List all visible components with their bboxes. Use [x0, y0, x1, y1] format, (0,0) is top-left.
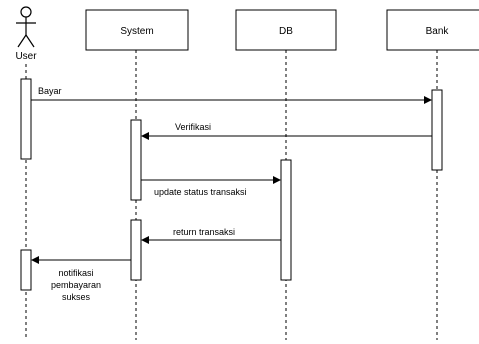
message-return-transaksi: return transaksi — [141, 227, 281, 244]
participant-system-box — [85, 9, 189, 51]
participant-bank-label: Bank — [426, 26, 450, 37]
participant-db-box — [235, 9, 337, 51]
message-update-status: update status transaksi — [141, 176, 281, 197]
participant-system: System — [85, 9, 189, 51]
activation-system-2 — [130, 219, 142, 281]
actor-head — [20, 6, 32, 18]
participant-bank: Bank — [386, 9, 479, 51]
message-return-transaksi-arrowhead — [141, 236, 149, 244]
message-verifikasi: Verifikasi — [141, 122, 432, 140]
activation-user-2 — [20, 249, 32, 291]
message-verifikasi-arrowhead — [141, 132, 149, 140]
message-notifikasi: notifikasi pembayaran sukses — [31, 256, 131, 302]
message-notifikasi-label-line2: pembayaran — [51, 280, 101, 290]
participant-system-label: System — [120, 26, 153, 37]
message-bayar-label: Bayar — [38, 86, 62, 96]
activation-bank — [431, 89, 443, 171]
message-notifikasi-arrowhead — [31, 256, 39, 264]
participant-db-label: DB — [279, 26, 293, 37]
message-notifikasi-label-line3: sukses — [62, 292, 91, 302]
participant-bank-box — [386, 9, 479, 51]
message-update-status-label: update status transaksi — [154, 187, 247, 197]
message-update-status-arrowhead — [273, 176, 281, 184]
message-return-transaksi-label: return transaksi — [173, 227, 235, 237]
participant-db: DB — [235, 9, 337, 51]
actor-user: User — [15, 6, 37, 62]
message-notifikasi-label-line1: notifikasi — [58, 268, 93, 278]
message-bayar: Bayar — [31, 86, 432, 104]
actor-left-leg — [17, 34, 27, 48]
actor-user-label: User — [15, 51, 37, 62]
actor-right-leg — [25, 34, 35, 48]
message-verifikasi-label: Verifikasi — [175, 122, 211, 132]
activation-db — [280, 159, 292, 281]
activation-system-1 — [130, 119, 142, 201]
message-bayar-arrowhead — [424, 96, 432, 104]
activation-user-1 — [20, 78, 32, 160]
